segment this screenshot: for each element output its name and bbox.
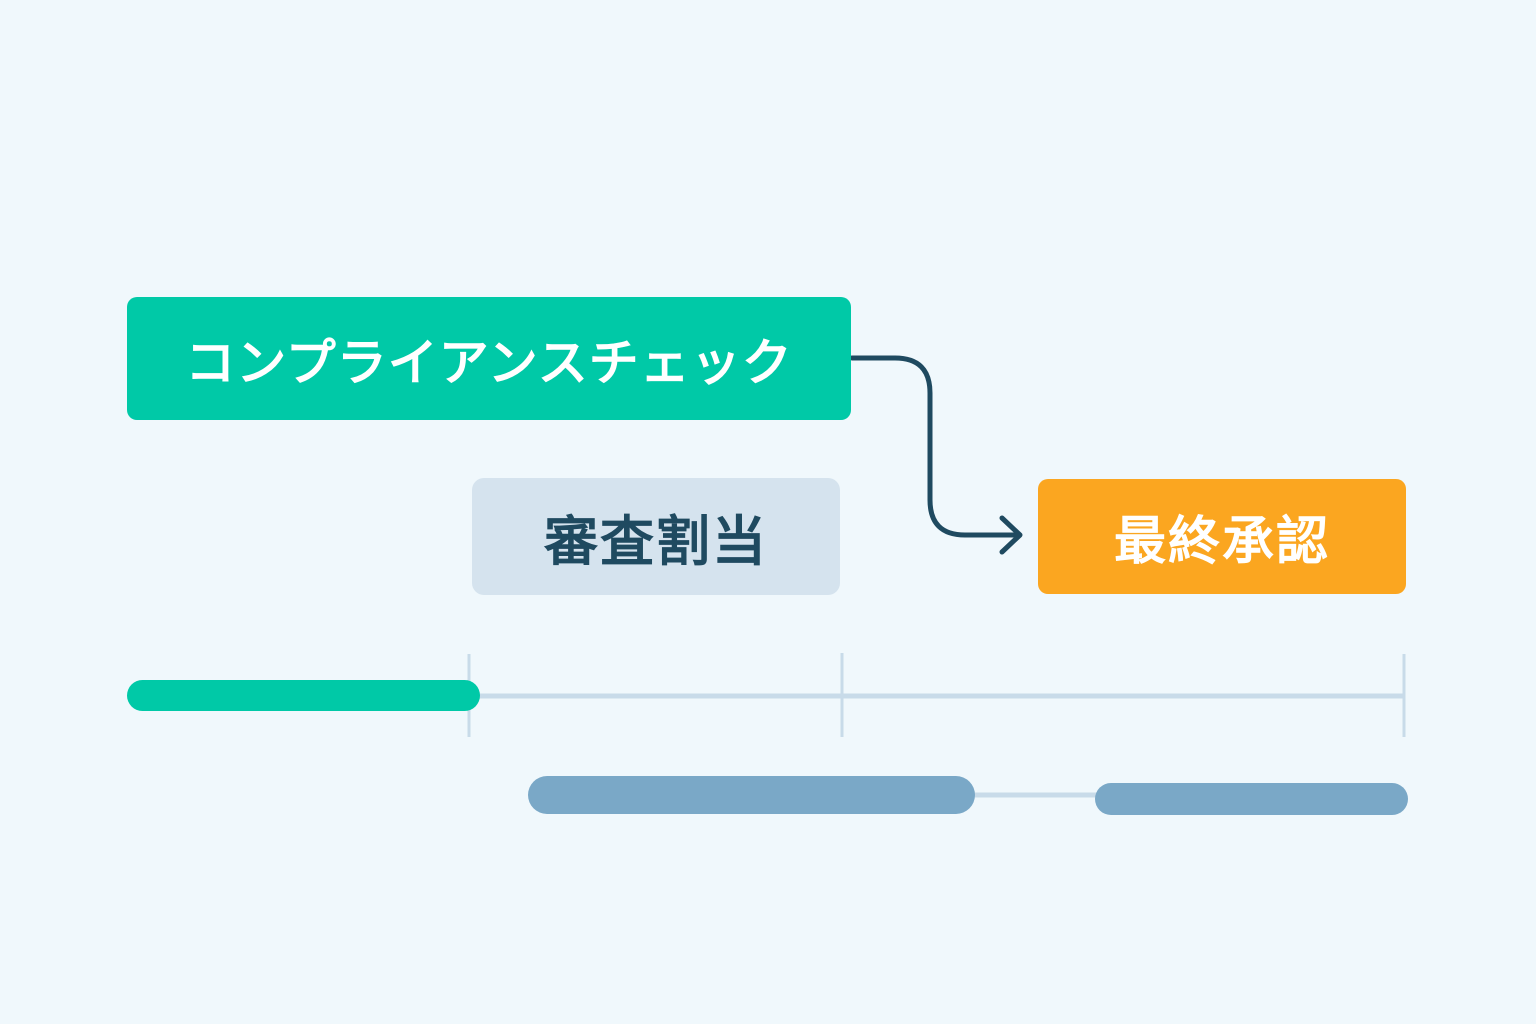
compliance-check-node: コンプライアンスチェック xyxy=(127,297,851,420)
compliance-bar xyxy=(127,680,480,711)
review-bar xyxy=(528,776,975,814)
final-approval-node: 最終承認 xyxy=(1038,479,1406,594)
review-assignment-node: 審査割当 xyxy=(472,478,840,595)
approval-bar xyxy=(1095,783,1408,815)
connector-arrow xyxy=(849,355,1021,538)
arrow-head-icon xyxy=(999,515,1023,555)
